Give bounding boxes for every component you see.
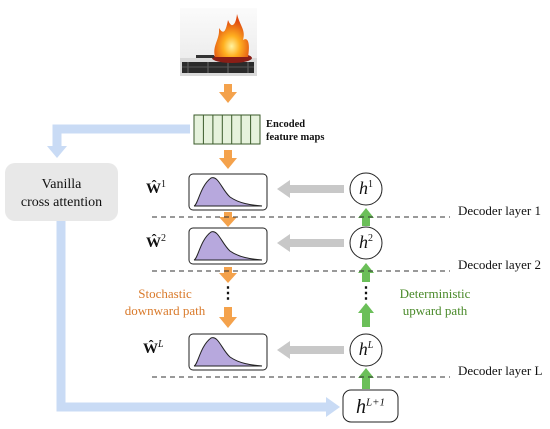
w1-label: Ŵ1 [146, 179, 166, 197]
arrow-w2-to-dots [219, 267, 237, 283]
h1-node [349, 172, 383, 206]
arrow-w1-to-w2 [219, 212, 237, 227]
green-arrow-hL1-to-hL [358, 368, 374, 389]
hL-label: hL [358, 339, 374, 359]
decoder-layer-L-label: Decoder layer L [458, 363, 543, 378]
hL1-node [342, 389, 399, 423]
w2-label: Ŵ2 [146, 233, 166, 251]
h2-node [349, 226, 383, 260]
arrow-encoder-to-w1 [219, 150, 237, 169]
blue-arrow-vanilla-to-hL1 [56, 221, 340, 417]
wL-distribution-box [188, 333, 268, 371]
stochastic-downward-path-label: Stochastic downward path [124, 286, 206, 318]
decoder-layer-1-label: Decoder layer 1 [458, 203, 542, 218]
vanilla-box [5, 163, 118, 221]
green-arrow-hL-to-dots [358, 303, 374, 327]
wL-label: ŴL [143, 339, 164, 357]
gray-arrow-h1-to-w1 [277, 180, 344, 198]
green-arrow-h2-to-h1 [358, 208, 374, 226]
green-arrow-dots-to-h2 [358, 263, 374, 282]
hL1-label: hL+1 [355, 396, 386, 418]
gray-arrow-hL-to-wL [277, 341, 344, 359]
gray-arrow-h2-to-w2 [277, 234, 344, 252]
fire-flames [214, 14, 249, 57]
deterministic-upward-path-label: Deterministic upward path [399, 286, 471, 318]
upward-ellipsis: ⋮ [358, 285, 374, 302]
blue-arrow-encoder-to-vanilla [47, 124, 190, 158]
h1-label: h1 [359, 178, 373, 198]
vanilla-cross-attention-label: Vanilla cross attention [20, 177, 103, 211]
arrow-dots-to-wL [219, 307, 237, 328]
w1-distribution-box [188, 173, 268, 211]
downward-ellipsis: ⋮ [220, 285, 236, 302]
fire-pan-photo [180, 8, 257, 76]
pan-handle [196, 55, 214, 58]
hL-node [349, 333, 383, 367]
h2-label: h2 [359, 232, 373, 252]
decoder-layer-2-label: Decoder layer 2 [458, 257, 542, 272]
encoded-feature-maps-label: Encoded feature maps [266, 119, 325, 144]
w2-distribution-box [188, 227, 268, 265]
arrow-photo-to-encoder [219, 84, 237, 103]
encoded-feature-maps-block [193, 114, 261, 145]
